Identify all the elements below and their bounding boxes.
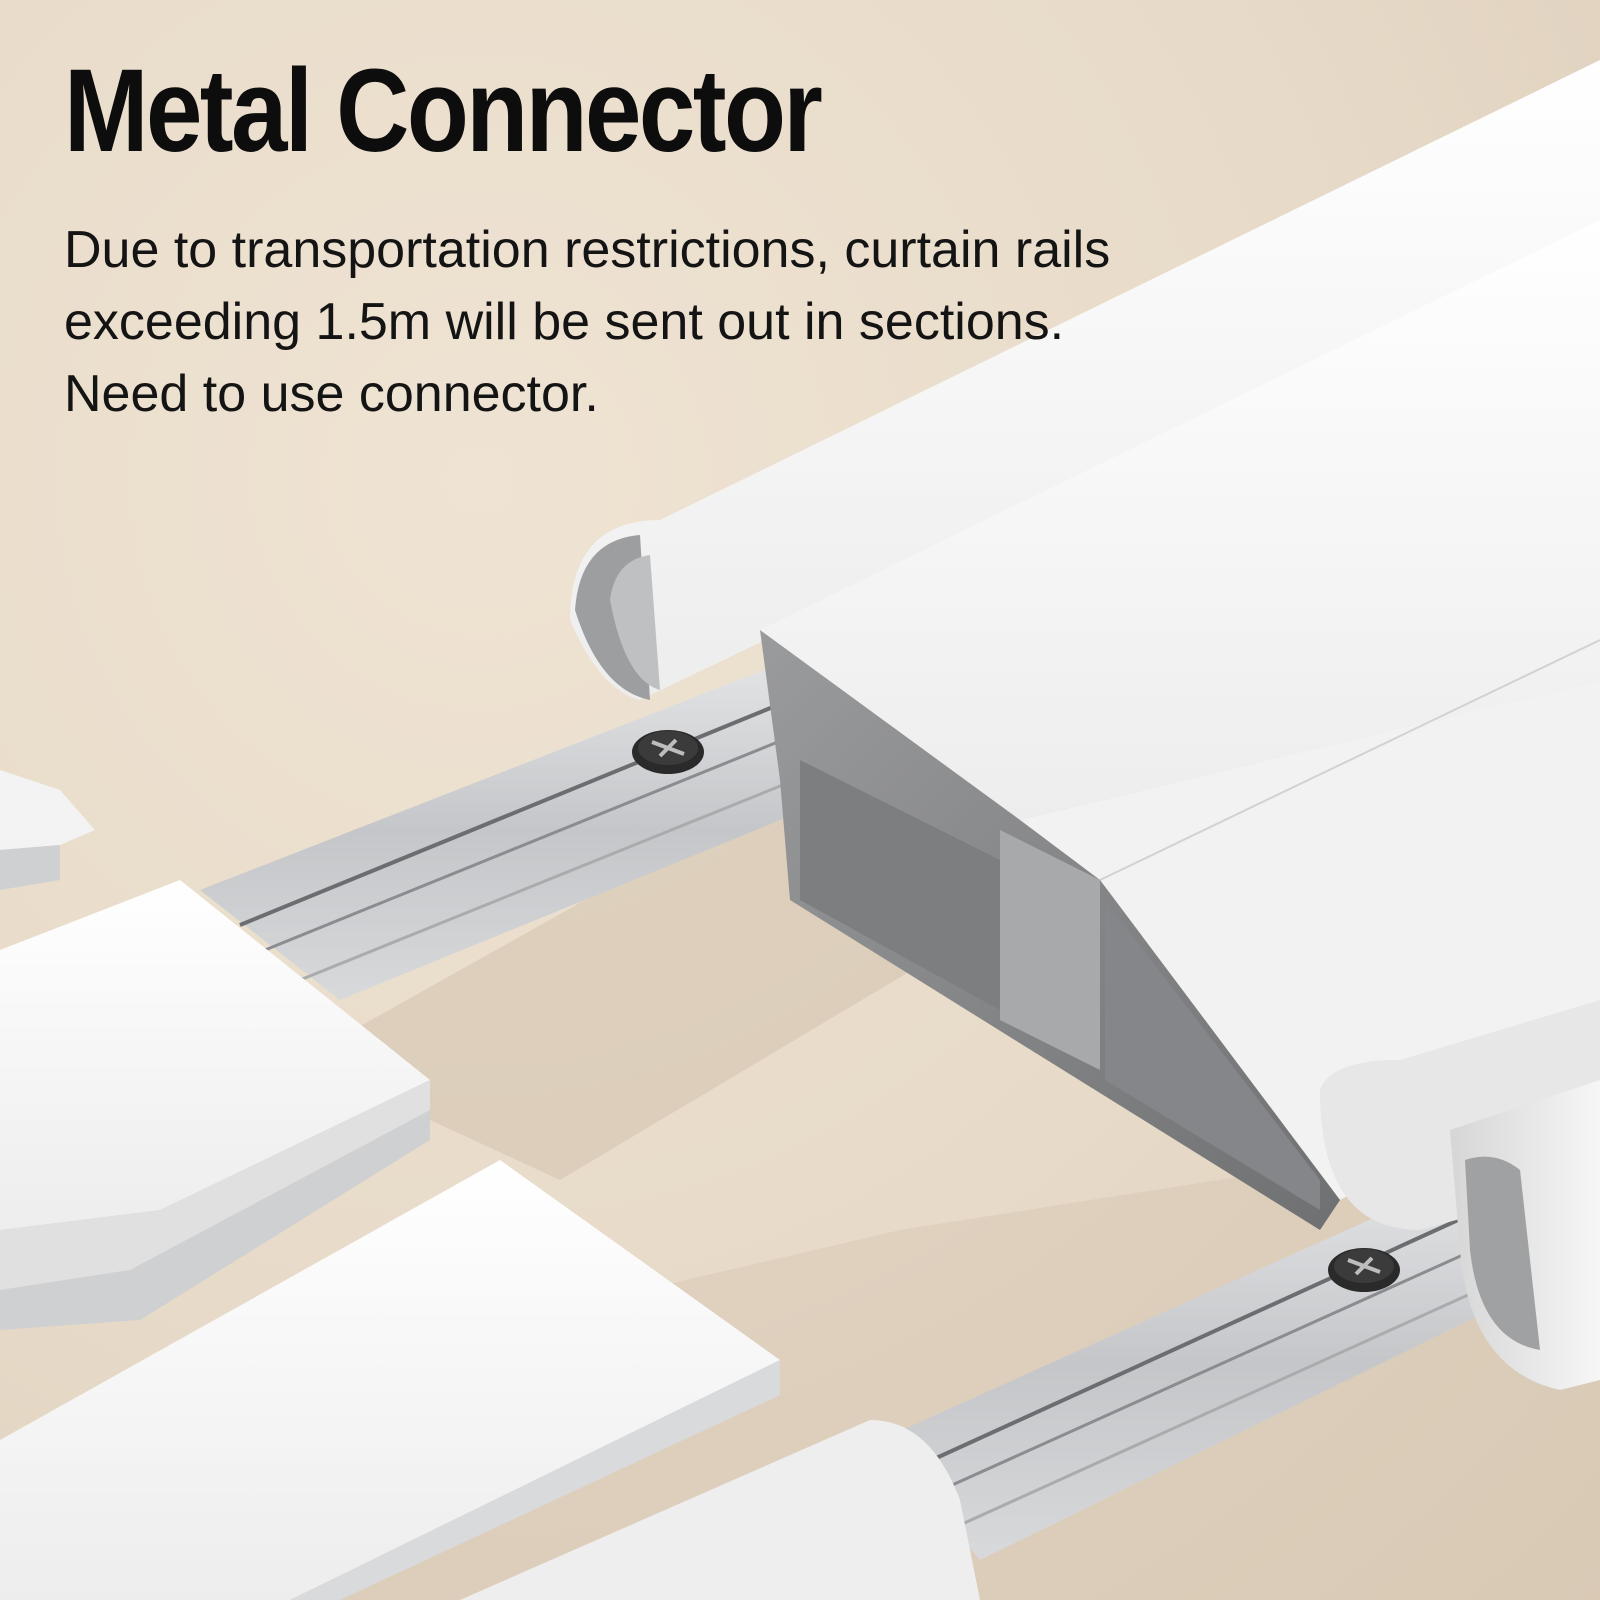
description: Due to transportation restrictions, curt… (64, 214, 1284, 430)
description-line-2: exceeding 1.5m will be sent out in secti… (64, 293, 1065, 351)
screw-icon (632, 730, 704, 774)
curtain-rail-section-left-lower (0, 1160, 780, 1600)
curtain-rail-section-left-corner (0, 770, 95, 890)
curtain-rail-section-main (570, 60, 1600, 1230)
screw-icon (1328, 1248, 1400, 1292)
description-line-3: Need to use connector. (64, 365, 599, 423)
curtain-rail-section-left-upper (0, 880, 430, 1330)
curtain-rail-section-right-front (1450, 1080, 1600, 1390)
headline: Metal Connector (64, 45, 823, 177)
curtain-rail-section-front-bottom (460, 1420, 980, 1600)
description-line-1: Due to transportation restrictions, curt… (64, 221, 1111, 279)
